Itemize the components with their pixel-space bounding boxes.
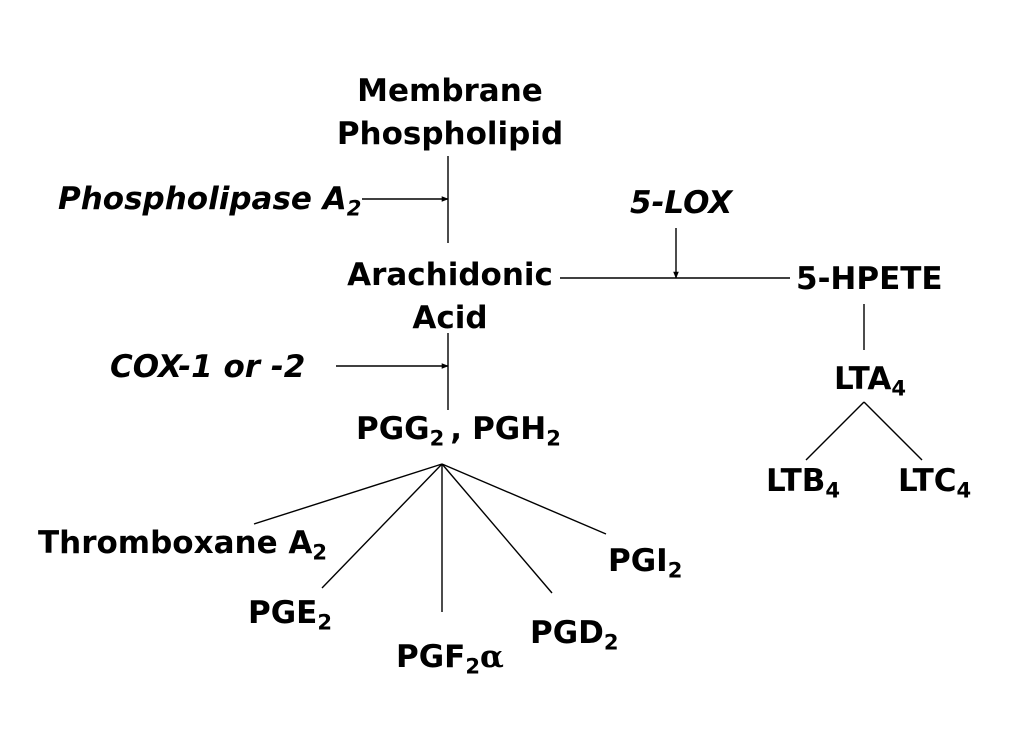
membrane-phospholipid-node: Membrane Phospholipid [330,70,570,156]
pgh-text: PGH [472,411,547,447]
pgh-to-pgi-line [441,463,607,535]
pgh-to-pge-line [321,463,443,589]
lta-to-ltc-line [863,401,923,461]
pgi2-node: PGI2 [608,546,682,581]
pgi2-subscript: 2 [667,557,683,583]
pgg-pgh-node: PGG2,PGH2 [356,414,561,449]
pgg-pgh-separator: , [450,411,463,447]
lta-to-ltb-line [805,401,865,461]
membrane-line1: Membrane [357,73,543,109]
arachidonic-acid-node: Arachidonic Acid [330,254,570,340]
ltb4-node: LTB4 [766,466,840,501]
alpha-symbol: α [480,639,504,675]
ltb4-text: LTB [766,463,826,499]
ltc4-subscript: 4 [956,477,972,503]
pge2-subscript: 2 [317,609,333,635]
lta4-subscript: 4 [891,375,907,401]
pgg-subscript: 2 [429,425,445,451]
phospholipase-subscript: 2 [346,195,362,221]
phospholipase-enzyme-label: Phospholipase A2 [58,184,361,219]
pgg-text: PGG [356,411,430,447]
lta4-text: LTA [834,361,892,397]
thromboxane-text: Thromboxane A [38,525,313,561]
hpete-node: 5-HPETE [796,261,943,297]
pgf2-text: PGF [396,639,466,675]
pgf2-subscript: 2 [465,653,481,679]
pge2-node: PGE2 [248,598,332,633]
pgd2-text: PGD [530,615,604,651]
thromboxane-a2-node: Thromboxane A2 [38,528,327,563]
pgd2-subscript: 2 [603,629,619,655]
cox-enzyme-label: COX-1 or -2 [110,349,306,385]
membrane-line2: Phospholipid [336,116,564,152]
pgh-subscript: 2 [546,425,561,451]
phospholipase-text: Phospholipase A [58,181,347,217]
ltb4-subscript: 4 [825,477,841,503]
arachidonic-line1: Arachidonic [347,257,553,293]
pgh-to-thromboxane-line [253,463,443,525]
pgd2-node: PGD2 [530,618,619,653]
thromboxane-subscript: 2 [312,539,328,565]
lox-enzyme-label: 5-LOX [630,185,733,221]
pgi2-text: PGI [608,543,668,579]
ltc4-text: LTC [898,463,957,499]
lta4-node: LTA4 [834,364,906,399]
pgf2alpha-node: PGF2α [396,642,504,677]
ltc4-node: LTC4 [898,466,971,501]
pgh-to-pgd-line [441,463,553,594]
arachidonic-line2: Acid [412,300,488,336]
pge2-text: PGE [248,595,318,631]
